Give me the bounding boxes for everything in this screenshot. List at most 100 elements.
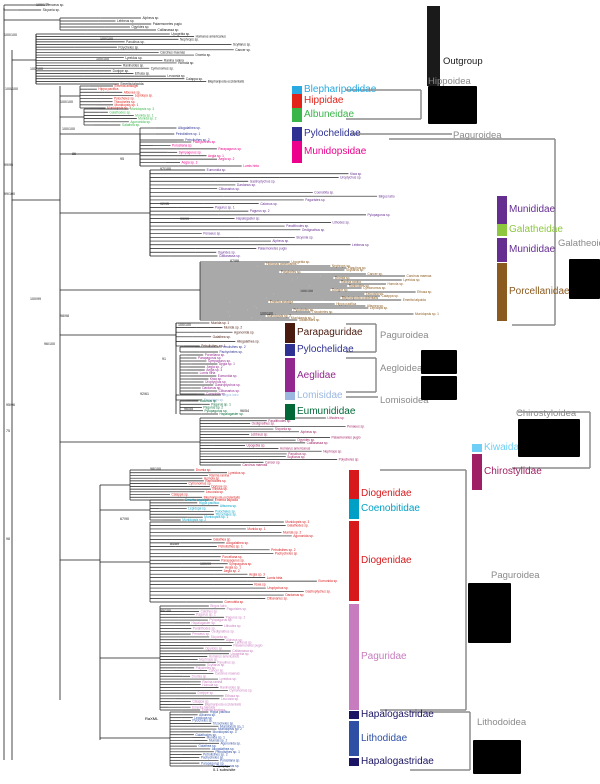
- family-label: Lomisidae: [297, 390, 343, 401]
- taxon-label: Polycheles sp.: [281, 270, 302, 274]
- taxon-label: Gastroptychus sp.: [250, 179, 276, 183]
- taxon-label: Hippa pacifica: [336, 302, 356, 306]
- taxon-label: Dromia sp.: [196, 468, 212, 472]
- family-label: Eumunididae: [297, 406, 356, 417]
- taxon-label: Petrolisthes sp. 2: [271, 548, 296, 552]
- superfamily-label: Galatheoidea: [558, 238, 600, 249]
- superfamily-label: Aegloidea: [380, 363, 423, 374]
- taxon-label: Oedignathus sp.: [211, 629, 234, 633]
- taxon-label: Carcinus maenas: [215, 672, 240, 676]
- taxon-label: Pagurus sp. 1: [215, 205, 235, 209]
- family-label: Kiwaidae: [484, 442, 525, 453]
- taxon-label: Homola sp.: [204, 476, 220, 480]
- taxon-label: Munidopsis sp. 1: [204, 515, 228, 519]
- taxon-label: Kiwa sp.: [254, 583, 266, 587]
- taxon-label: Paralithodes sp.: [268, 419, 291, 423]
- superfamily-label: Lithodoidea: [477, 717, 527, 728]
- taxon-label: Galathodes sp.: [287, 524, 309, 528]
- taxon-label: Lebbeus sp.: [352, 243, 369, 247]
- taxon-label: Porcellana sp.: [220, 758, 240, 762]
- taxon-label: Ranina ranina: [202, 680, 222, 684]
- taxon-label: Carcinus maenas: [407, 274, 432, 278]
- family-label: Diogenidae: [361, 488, 412, 499]
- family-label: Paguridae: [361, 651, 407, 662]
- taxon-label: Ethusa sp.: [213, 487, 228, 491]
- family-color-bar: [292, 86, 302, 94]
- taxon-label: Porcellana sp.: [205, 353, 225, 357]
- taxon-label: Lebbeus sp.: [251, 433, 268, 437]
- family-color-bar: [497, 263, 507, 321]
- taxon-label: Petrolisthes sp. 2: [203, 753, 228, 757]
- taxon-label: Raninoides sp.: [205, 479, 226, 483]
- taxon-label: Dromia sp.: [335, 276, 351, 280]
- taxon-label: Calcinus sp.: [200, 399, 217, 403]
- taxon-label: Clibanarius sp.: [267, 597, 288, 601]
- taxon-label: Birgus latro: [210, 604, 226, 608]
- support-value: 86: [72, 152, 76, 156]
- taxon-label: Lepidopa sp.: [370, 306, 388, 310]
- taxon-label: Galathodes sp.: [299, 318, 321, 322]
- taxon-label: Galathea sp.: [198, 744, 216, 748]
- taxon-label: Ogyrides sp.: [205, 646, 223, 650]
- taxon-label: Birgus latro: [222, 393, 238, 397]
- family-color-bar: [285, 358, 295, 394]
- support-value: 98/100: [150, 467, 161, 471]
- taxon-label: Munidopsis sp. 3: [285, 520, 309, 524]
- taxon-label: Coenobita sp.: [206, 392, 226, 396]
- taxon-label: Munidopsis sp. 2: [107, 106, 131, 110]
- family-color-bar: [292, 108, 302, 122]
- taxon-label: Clibanarius sp.: [219, 389, 240, 393]
- taxon-label: Aegla sp. 1: [219, 362, 235, 366]
- taxon-label: Allogalathea sp.: [226, 541, 249, 545]
- method-footnote: RaXML: [145, 716, 159, 721]
- support-value: 98: [6, 537, 10, 541]
- support-value: 100/100: [100, 37, 113, 41]
- taxon-label: Munidopsis sp. 2: [267, 314, 291, 318]
- taxon-label: Penaeus sp.: [203, 232, 221, 236]
- taxon-label: Coenobita sp.: [224, 600, 244, 604]
- chirostyloidea-specimen-photo: [518, 419, 580, 457]
- taxon-label: Lomis hirta: [200, 371, 216, 375]
- taxon-label: Raninoides sp.: [220, 686, 241, 690]
- taxon-label: Paguristes sp.: [204, 398, 224, 402]
- taxon-label: Ogyrides sp.: [131, 25, 149, 29]
- lithodoidea-specimen-photo: [473, 740, 521, 774]
- taxon-label: Agononida sp.: [293, 534, 313, 538]
- taxon-label: Alpheus sp.: [300, 430, 317, 434]
- taxon-label: Petrolisthes sp. 1: [201, 344, 226, 348]
- taxon-label: Lomis hirta: [243, 164, 259, 168]
- taxon-label: Nephrops sp.: [332, 264, 351, 268]
- taxon-label: Clibanarius sp.: [219, 187, 240, 191]
- taxon-label: Callianassa sp.: [232, 649, 254, 653]
- support-value: 97/100: [160, 167, 171, 171]
- taxon-label: Petrolisthes sp. 1: [215, 750, 240, 754]
- family-color-bar: [497, 196, 507, 224]
- taxon-label: Uroptychus sp.: [205, 380, 226, 384]
- taxon-label: Scyllarus sp.: [233, 43, 251, 47]
- taxon-label: Blepharipoda occidentalis: [208, 79, 245, 83]
- taxon-label: Alpheus sp.: [143, 16, 160, 20]
- taxon-label: Eumunida sp.: [207, 168, 227, 172]
- taxon-label: Pagurus sp. 2: [250, 209, 270, 213]
- taxon-label: Scyllarus sp.: [207, 663, 225, 667]
- family-label: Parapaguridae: [297, 327, 363, 338]
- taxon-label: Munidopsis sp. 3: [130, 107, 154, 111]
- taxon-label: Calcinus sp.: [260, 202, 277, 206]
- taxon-label: Oedignathus sp.: [302, 228, 325, 232]
- taxon-label: Upogebia sp.: [171, 32, 190, 36]
- taxon-label: Sicyonia sp.: [275, 427, 292, 431]
- taxon-label: Ranina ranina: [164, 58, 184, 62]
- taxon-label: Palaemonetes pugio: [233, 643, 262, 647]
- taxon-label: Oedignathus sp.: [252, 422, 275, 426]
- taxon-label: Uroptychus sp.: [340, 176, 361, 180]
- lomisoidea-specimen-photo: [421, 376, 457, 400]
- taxon-label: Upogebia sp.: [291, 260, 310, 264]
- taxon-label: Dorippe sp.: [211, 484, 227, 488]
- taxon-label: Calappa sp.: [186, 77, 203, 81]
- taxon-label: Callianassa sp.: [158, 28, 180, 32]
- taxon-label: Gastroptychus sp.: [305, 590, 331, 594]
- support-value: 84/89: [170, 542, 179, 546]
- support-value: 96/100: [44, 342, 55, 346]
- taxon-label: Callianassa sp.: [307, 441, 329, 445]
- family-label: Pylochelidae: [297, 344, 354, 355]
